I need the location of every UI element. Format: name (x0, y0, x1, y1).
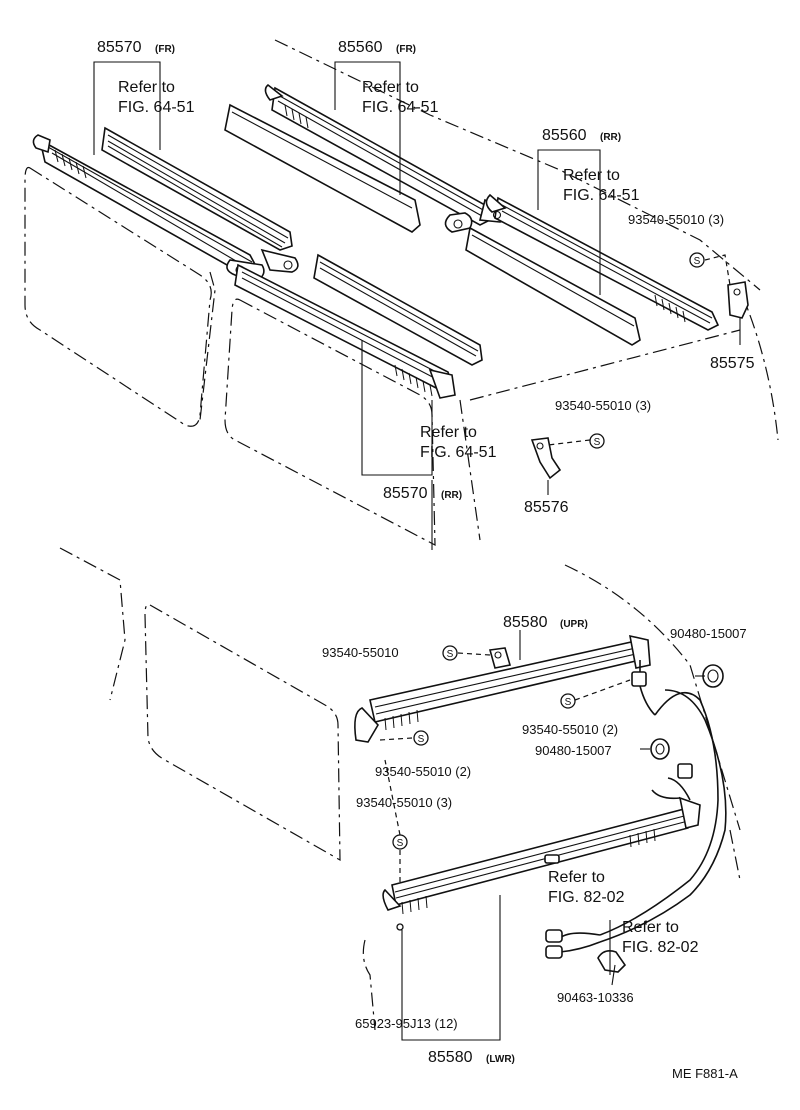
label-85560-fr-tag: (FR) (396, 44, 416, 55)
label-85575: 85575 (710, 355, 755, 372)
label-85576: 85576 (524, 499, 569, 516)
rail-85570-fr (32, 126, 299, 283)
ref-5-line1: Refer to (548, 869, 605, 886)
rail-85570-rr (234, 253, 483, 399)
ref-1-line1: Refer to (118, 79, 175, 96)
label-85570-fr: 85570 (97, 39, 142, 56)
upper-left-window (24, 166, 212, 427)
label-85580-upr: 85580 (503, 614, 548, 631)
label-85580-lwr-tag: (LWR) (486, 1054, 515, 1065)
ref-2-line1: Refer to (362, 79, 419, 96)
bracket-85575 (727, 281, 749, 319)
svg-text:S: S (418, 734, 425, 745)
rail-85560-fr (224, 83, 512, 233)
leader-lines (93, 61, 741, 1041)
ref-6-line1: Refer to (622, 919, 679, 936)
lower-left-window (144, 603, 341, 862)
bracket-85576 (530, 437, 562, 480)
label-90463: 90463-10336 (557, 990, 634, 1005)
label-65923: 65923-95J13 (12) (355, 1016, 458, 1031)
ref-3-line2: FIG. 64-51 (563, 187, 640, 204)
label-85580-lwr: 85580 (428, 1049, 473, 1066)
ref-4-line2: FIG. 64-51 (420, 444, 497, 461)
label-90480-a: 90480-15007 (670, 626, 747, 641)
ref-4-line1: Refer to (420, 424, 477, 441)
label-85570-fr-tag: (FR) (155, 44, 175, 55)
ref-5-line2: FIG. 82-02 (548, 889, 625, 906)
clip-symbols: S S S S S S (392, 252, 705, 931)
svg-text:S: S (447, 649, 454, 660)
svg-text:S: S (397, 838, 404, 849)
labels: 85570 (FR) Refer to FIG. 64-51 85560 (FR… (97, 39, 755, 1081)
label-93540-2-right: 93540-55010 (2) (522, 722, 618, 737)
rail-85580-upr (354, 634, 656, 743)
label-90480-b: 90480-15007 (535, 743, 612, 758)
label-93540-left: 93540-55010 (322, 645, 399, 660)
label-85580-upr-tag: (UPR) (560, 619, 588, 630)
label-85570-rr: 85570 (383, 485, 428, 502)
label-85560-rr-tag: (RR) (600, 132, 621, 143)
ref-1-line2: FIG. 64-51 (118, 99, 195, 116)
label-93540-3-left: 93540-55010 (3) (356, 795, 452, 810)
svg-text:S: S (565, 697, 572, 708)
upper-mid-window (224, 298, 436, 547)
vehicle-outline (34, 39, 779, 1031)
svg-text:S: S (594, 437, 601, 448)
label-85560-fr: 85560 (338, 39, 383, 56)
label-93540-3-top: 93540-55010 (3) (628, 212, 724, 227)
wire-harness (545, 664, 727, 973)
ref-6-line2: FIG. 82-02 (622, 939, 699, 956)
ref-3-line1: Refer to (563, 167, 620, 184)
figure-code: ME F881-A (672, 1066, 738, 1081)
ref-2-line2: FIG. 64-51 (362, 99, 439, 116)
label-85560-rr: 85560 (542, 127, 587, 144)
rail-85560-rr (465, 193, 720, 346)
label-85570-rr-tag: (RR) (441, 490, 462, 501)
label-93540-2-left: 93540-55010 (2) (375, 764, 471, 779)
rail-85580-lwr (382, 763, 701, 915)
svg-text:S: S (694, 256, 701, 267)
label-93540-3-mid: 93540-55010 (3) (555, 398, 651, 413)
